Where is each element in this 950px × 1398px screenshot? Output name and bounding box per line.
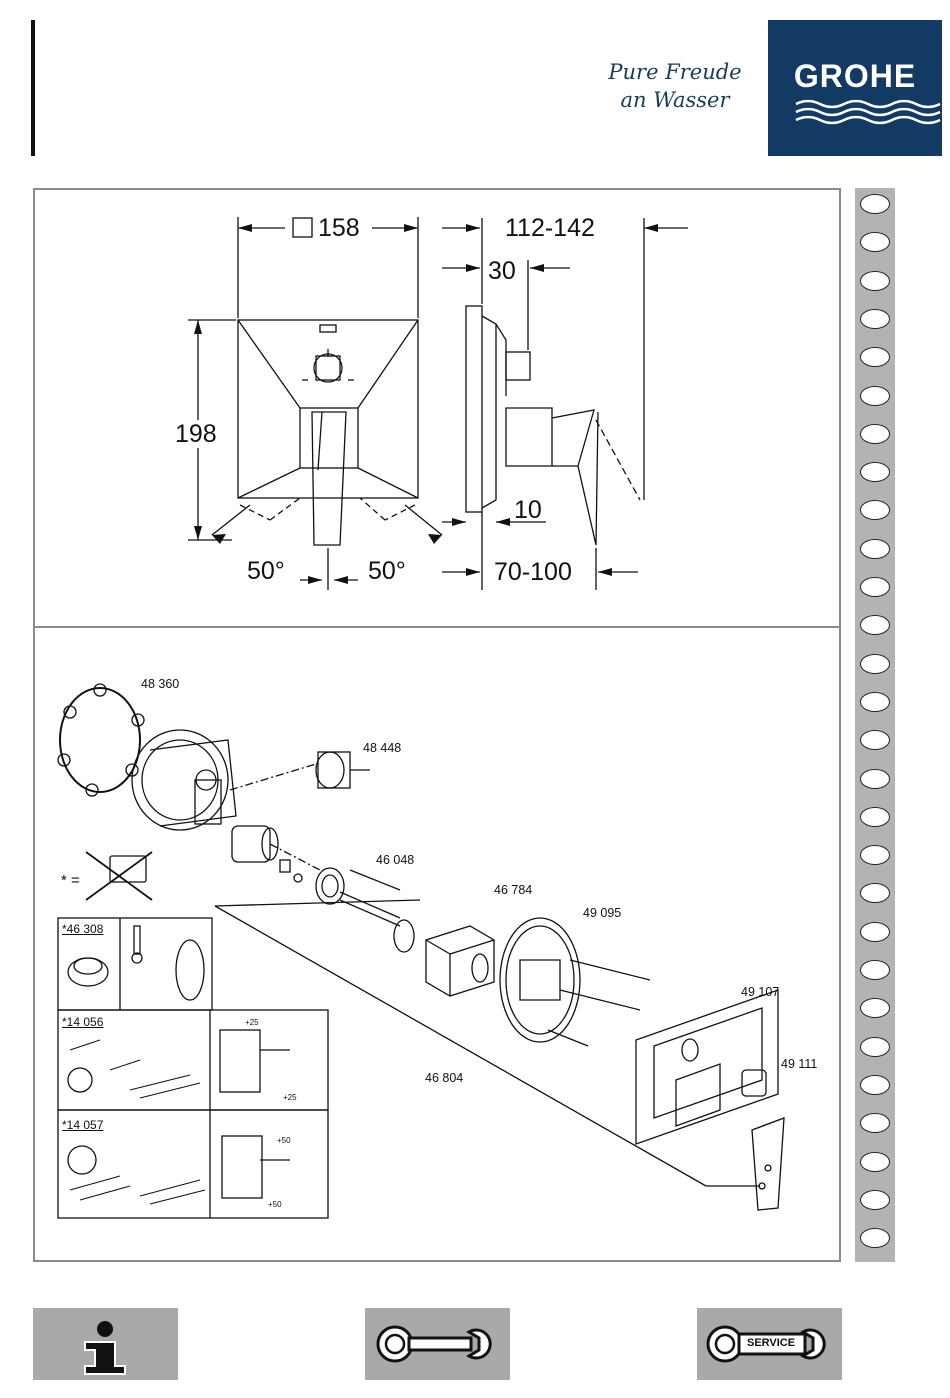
side-tab[interactable] [860, 730, 890, 750]
side-tab[interactable] [860, 960, 890, 980]
side-tab[interactable] [860, 615, 890, 635]
side-tab[interactable] [860, 845, 890, 865]
part-49111: 49 111 [781, 1057, 817, 1071]
side-tab[interactable] [860, 1075, 890, 1095]
side-tab[interactable] [860, 309, 890, 329]
ext-50-bottom: +50 [268, 1200, 282, 1209]
side-tab[interactable] [860, 271, 890, 291]
not-included-marker: * = [61, 872, 80, 889]
side-tab[interactable] [860, 769, 890, 789]
side-tab[interactable] [860, 1152, 890, 1172]
side-tab[interactable] [860, 462, 890, 482]
side-tab[interactable] [860, 1190, 890, 1210]
part-46784: 46 784 [494, 883, 532, 897]
service-label: SERVICE [747, 1337, 795, 1349]
part-48360: 48 360 [141, 677, 179, 691]
side-tab[interactable] [860, 347, 890, 367]
ext-25-bottom: +25 [283, 1093, 297, 1102]
info-icon [33, 1308, 178, 1380]
side-tab[interactable] [860, 424, 890, 444]
service-button[interactable]: SERVICE [697, 1308, 842, 1380]
info-button[interactable] [33, 1308, 178, 1380]
side-tab[interactable] [860, 883, 890, 903]
part-46804: 46 804 [425, 1071, 463, 1085]
side-tab[interactable] [860, 692, 890, 712]
exploded-view-drawing [0, 0, 950, 1262]
accessory-14056: *14 056 [62, 1015, 103, 1029]
side-tab[interactable] [860, 386, 890, 406]
side-tab[interactable] [860, 1037, 890, 1057]
side-tab-strip [855, 188, 895, 1262]
accessory-14057: *14 057 [62, 1118, 103, 1132]
side-tab[interactable] [860, 1228, 890, 1248]
side-tab[interactable] [860, 1113, 890, 1133]
wrench-icon [365, 1308, 510, 1380]
ext-25-top: +25 [245, 1018, 259, 1027]
side-tab[interactable] [860, 232, 890, 252]
side-tab[interactable] [860, 194, 890, 214]
side-tab[interactable] [860, 577, 890, 597]
part-46048: 46 048 [376, 853, 414, 867]
side-tab[interactable] [860, 500, 890, 520]
side-tab[interactable] [860, 539, 890, 559]
side-tab[interactable] [860, 654, 890, 674]
part-49107: 49 107 [741, 985, 779, 999]
side-tab[interactable] [860, 807, 890, 827]
side-tab[interactable] [860, 922, 890, 942]
accessory-46308: *46 308 [62, 922, 103, 936]
ext-50-top: +50 [277, 1136, 291, 1145]
part-49095: 49 095 [583, 906, 621, 920]
part-48448: 48 448 [363, 741, 401, 755]
spare-parts-button[interactable] [365, 1308, 510, 1380]
side-tab[interactable] [860, 998, 890, 1018]
